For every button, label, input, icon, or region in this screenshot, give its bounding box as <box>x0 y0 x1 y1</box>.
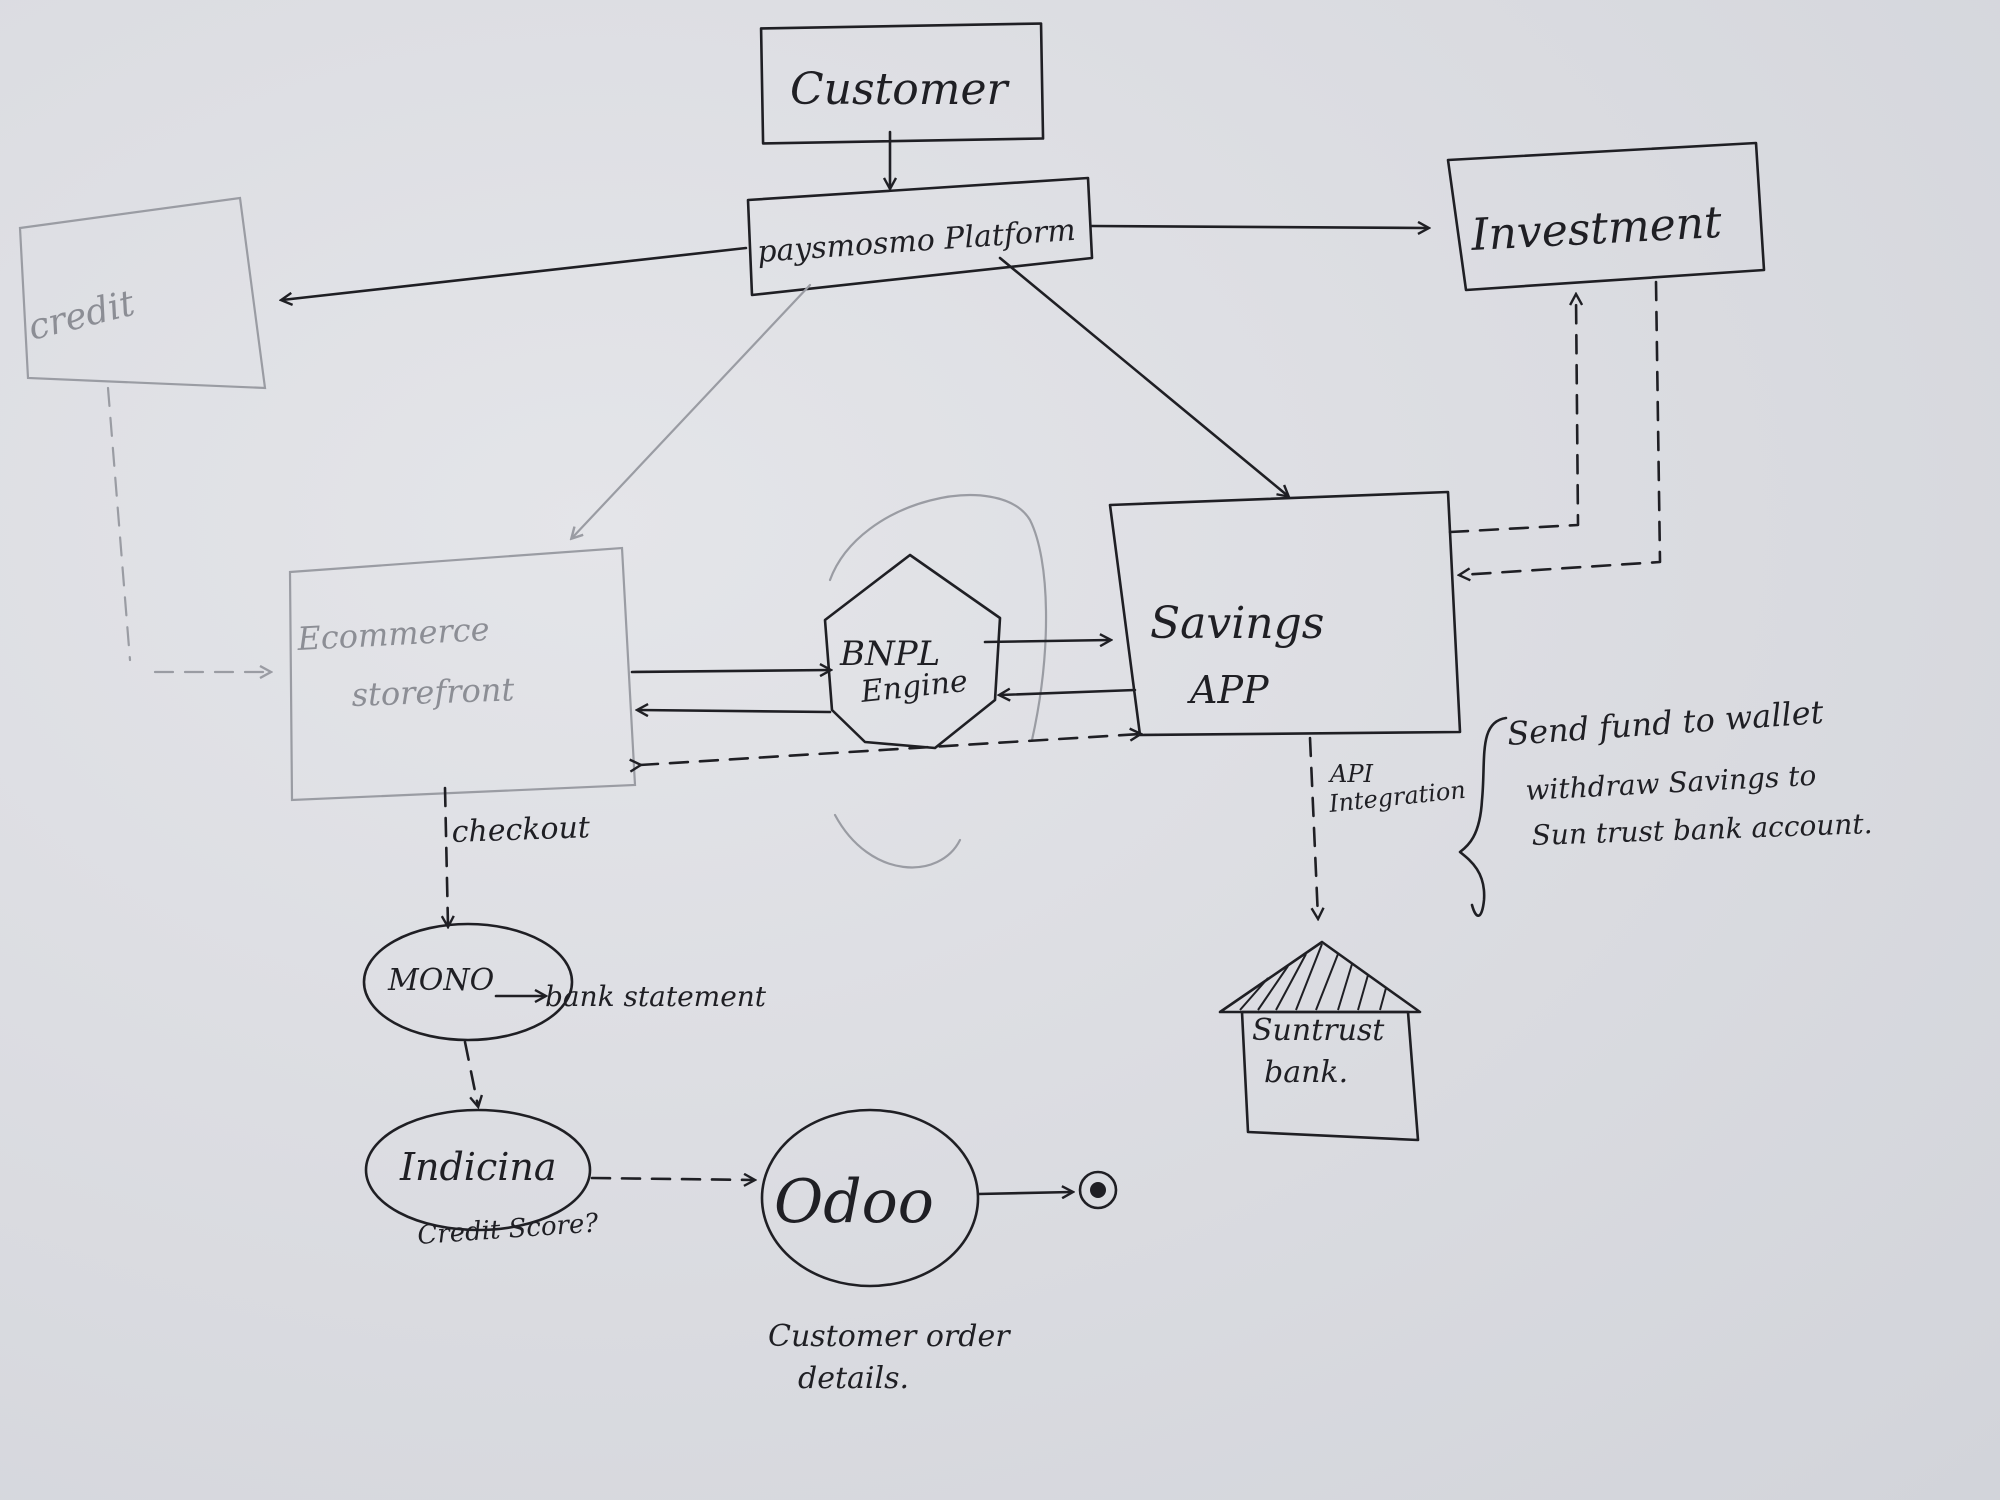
suntrust-label-2: bank. <box>1264 1055 1348 1090</box>
end-point <box>1078 1170 1118 1210</box>
bnpl-arc-top <box>828 494 1048 742</box>
bank-statement-label: bank statement <box>545 980 767 1013</box>
brace-note <box>1458 716 1508 917</box>
credit-node: credit <box>18 196 267 390</box>
arrow-platform-to-investment <box>1090 226 1428 228</box>
mono-node: MONO <box>362 922 574 1042</box>
ecommerce-label-2: storefront <box>351 670 515 714</box>
arrow-ecommerce-to-bnpl <box>630 670 830 672</box>
mono-label: MONO <box>387 963 494 998</box>
line-credit-dashed-down <box>106 386 132 662</box>
arrow-bnpl-to-savings <box>983 640 1110 642</box>
arrows <box>106 130 1662 1194</box>
arrow-bnpl-to-ecommerce <box>638 710 832 712</box>
checkout-label: checkout <box>451 810 591 850</box>
arrow-platform-to-ecommerce <box>572 283 812 538</box>
bnpl-node: BNPL Engine <box>823 494 1048 869</box>
bnpl-label-1: BNPL <box>839 634 940 674</box>
arrow-savings-to-suntrust <box>1308 736 1318 918</box>
arrow-indicina-to-odoo <box>590 1178 754 1180</box>
bank-roof-hatching <box>1239 943 1387 1011</box>
api-label-1: API <box>1328 760 1373 788</box>
indicina-node: Indicina <box>364 1108 592 1232</box>
investment-node: Investment <box>1446 141 1766 292</box>
odoo-label: Odoo <box>774 1167 934 1237</box>
suntrust-label-1: Suntrust <box>1252 1013 1385 1048</box>
platform-node: paysmosmo Platform <box>746 176 1094 297</box>
investment-label: Investment <box>1469 197 1723 261</box>
bnpl-arc-bottom <box>833 813 962 869</box>
note-line-2: withdraw Savings to <box>1525 759 1817 807</box>
arrow-dashed-ecommerce-savings <box>640 734 1140 765</box>
customer-order-label-1: Customer order <box>768 1319 1011 1354</box>
customer-order-label-2: details. <box>798 1361 909 1396</box>
ecommerce-label-1: Ecommerce <box>295 610 490 658</box>
arrow-mono-to-indicina <box>463 1040 478 1106</box>
note-line-3: Sun trust bank account. <box>1531 807 1873 852</box>
arrow-checkout-to-mono <box>445 786 448 926</box>
savings-node: Savings APP <box>1108 490 1462 737</box>
savings-label-2: APP <box>1187 668 1270 712</box>
indicina-label: Indicina <box>399 1145 557 1189</box>
arrow-dashed-investment-to-savings <box>1460 280 1662 575</box>
ecommerce-node: Ecommerce storefront <box>288 546 637 802</box>
arrow-platform-to-credit <box>282 246 748 300</box>
odoo-node: Odoo <box>760 1108 980 1288</box>
customer-node: Customer <box>759 22 1045 145</box>
platform-label: paysmosmo Platform <box>756 213 1077 270</box>
arrow-dashed-savings-to-investment <box>1448 295 1578 534</box>
annotations: checkout bank statement Credit Score? AP… <box>416 693 1873 1396</box>
credit-label: credit <box>24 283 139 349</box>
note-line-1: Send fund to wallet <box>1506 693 1825 753</box>
savings-label-1: Savings <box>1150 598 1324 649</box>
arrow-odoo-to-end <box>976 1192 1072 1194</box>
customer-label: Customer <box>790 64 1011 115</box>
arrow-platform-to-savings <box>998 256 1288 496</box>
arrow-savings-to-bnpl <box>1000 690 1137 695</box>
credit-score-label: Credit Score? <box>416 1208 600 1251</box>
suntrust-bank-node: Suntrust bank. <box>1218 940 1422 1142</box>
